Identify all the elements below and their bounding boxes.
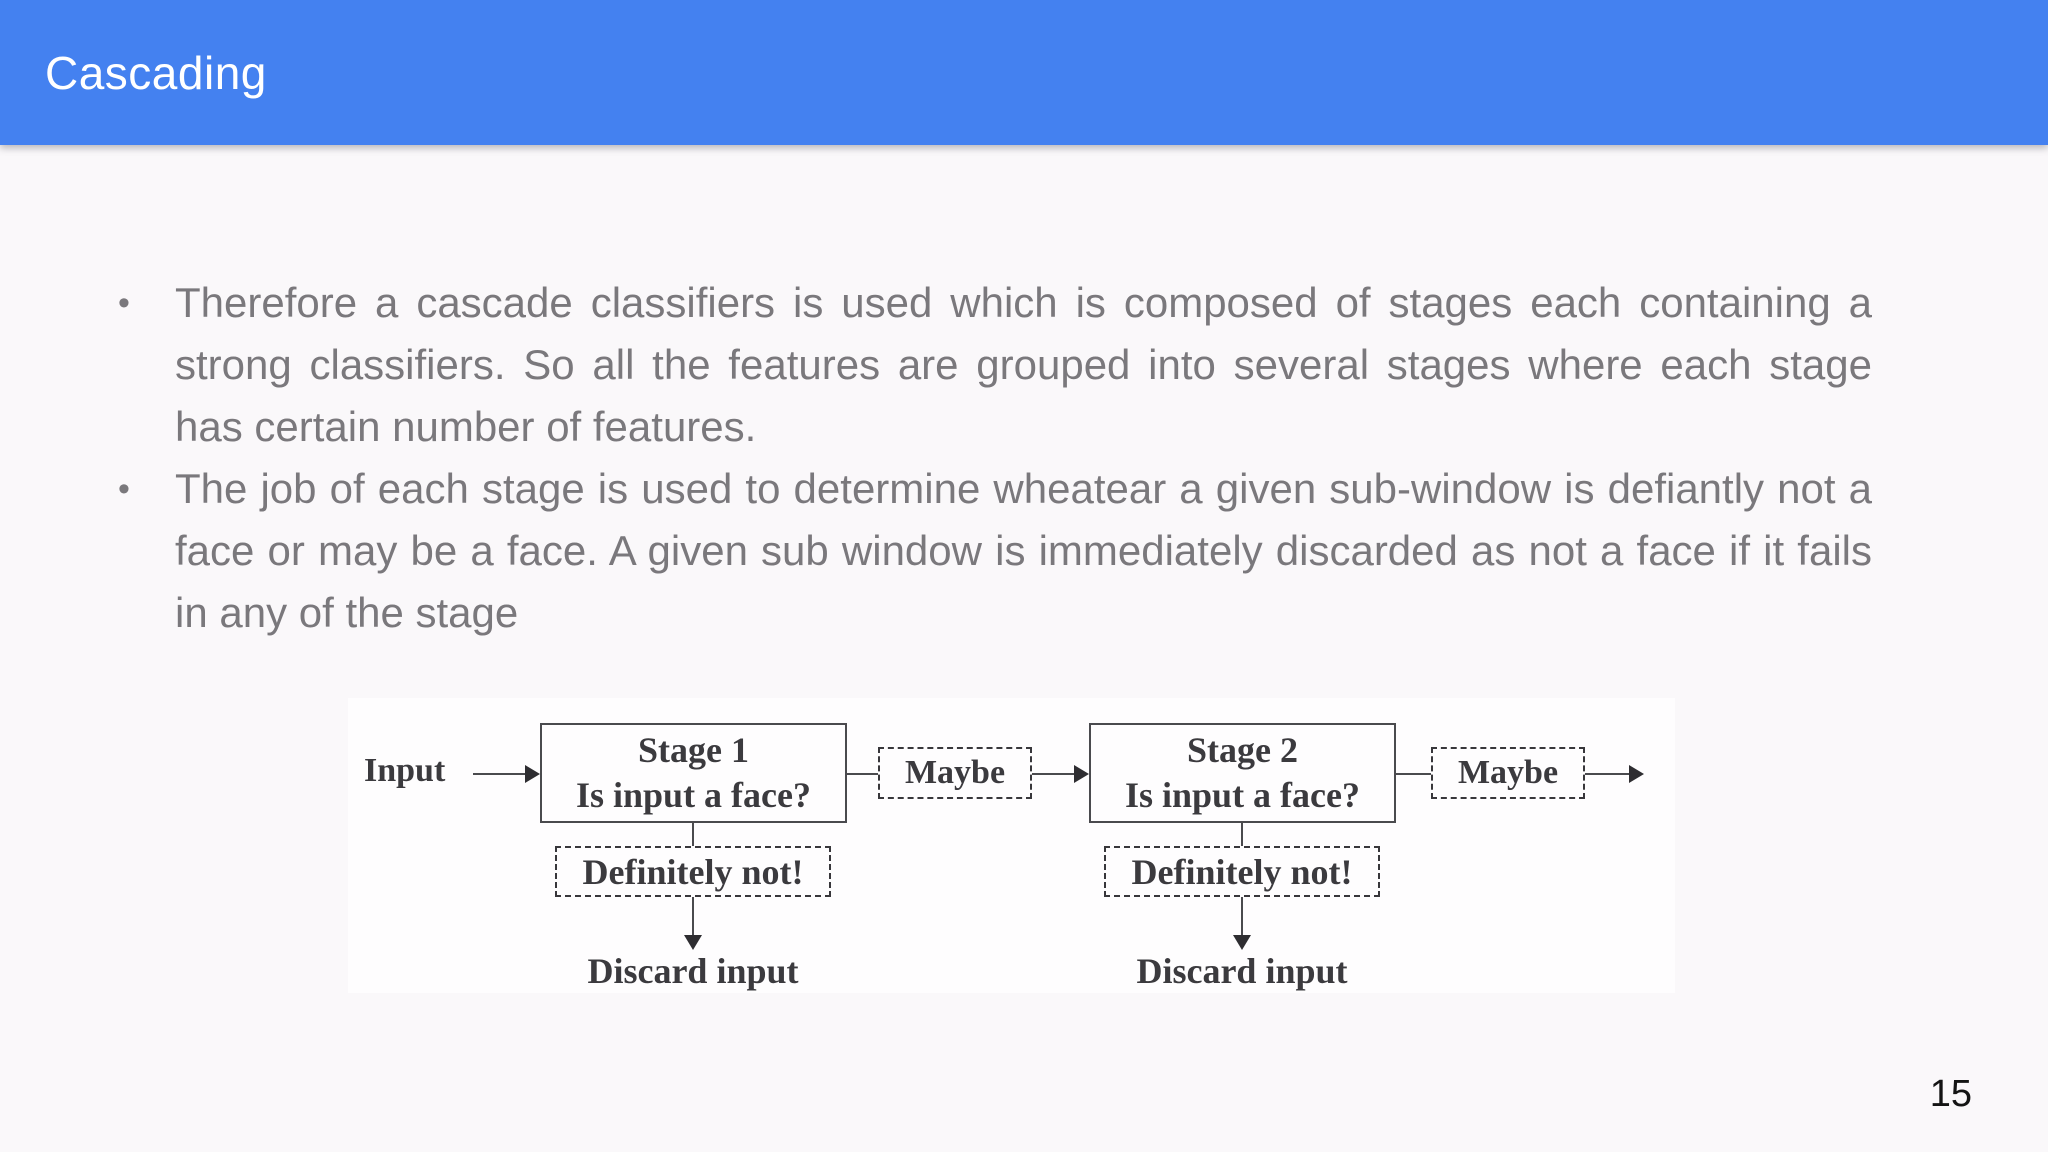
- connector-line: [847, 773, 878, 775]
- arrow-line: [692, 897, 694, 937]
- connector-line: [1396, 773, 1431, 775]
- stage1-box: Stage 1 Is input a face?: [540, 723, 847, 823]
- stage2-maybe-box: Maybe: [1431, 747, 1585, 799]
- down-arrow-icon: [1233, 935, 1251, 950]
- stage2-maybe-label: Maybe: [1457, 754, 1559, 791]
- stage2-reject-box: Definitely not!: [1104, 846, 1380, 897]
- page-title: Cascading: [45, 46, 267, 99]
- bullet-item: • Therefore a cascade classifiers is use…: [112, 272, 1872, 458]
- connector-line: [692, 823, 694, 846]
- stage1-maybe-label: Maybe: [904, 754, 1006, 791]
- stage2-discard-label: Discard input: [1136, 951, 1348, 991]
- stage1-reject-box: Definitely not!: [555, 846, 831, 897]
- bullet-list: • Therefore a cascade classifiers is use…: [112, 272, 1872, 644]
- right-arrow-icon: [525, 765, 540, 783]
- right-arrow-icon: [1629, 765, 1644, 783]
- diagram-input-label: Input: [364, 752, 446, 789]
- bullet-marker: •: [118, 284, 130, 322]
- slide-title-bar: Cascading: [0, 0, 2048, 145]
- bullet-text: Therefore a cascade classifiers is used …: [175, 279, 1872, 450]
- stage1-title: Stage 1: [638, 730, 749, 770]
- connector-line: [1241, 823, 1243, 846]
- stage1-maybe-box: Maybe: [878, 747, 1032, 799]
- cascade-diagram-figure: Input Stage 1 Is input a face? Maybe Sta…: [348, 698, 1675, 993]
- arrow-line: [1241, 897, 1243, 937]
- down-arrow-icon: [684, 935, 702, 950]
- arrow-line: [1032, 773, 1076, 775]
- bullet-item: • The job of each stage is used to deter…: [112, 458, 1872, 644]
- bullet-marker: •: [118, 470, 130, 508]
- stage1-discard-label: Discard input: [587, 951, 799, 991]
- stage1-reject-label: Definitely not!: [582, 851, 804, 892]
- stage2-title: Stage 2: [1187, 730, 1298, 770]
- stage1-question: Is input a face?: [575, 775, 812, 815]
- stage2-reject-label: Definitely not!: [1131, 851, 1353, 892]
- stage2-box: Stage 2 Is input a face?: [1089, 723, 1396, 823]
- stage2-question: Is input a face?: [1124, 775, 1361, 815]
- page-number: 15: [1929, 1073, 1972, 1115]
- right-arrow-icon: [1074, 765, 1089, 783]
- bullet-text: The job of each stage is used to determi…: [175, 465, 1872, 636]
- arrow-line: [1585, 773, 1632, 775]
- arrow-line: [473, 773, 528, 775]
